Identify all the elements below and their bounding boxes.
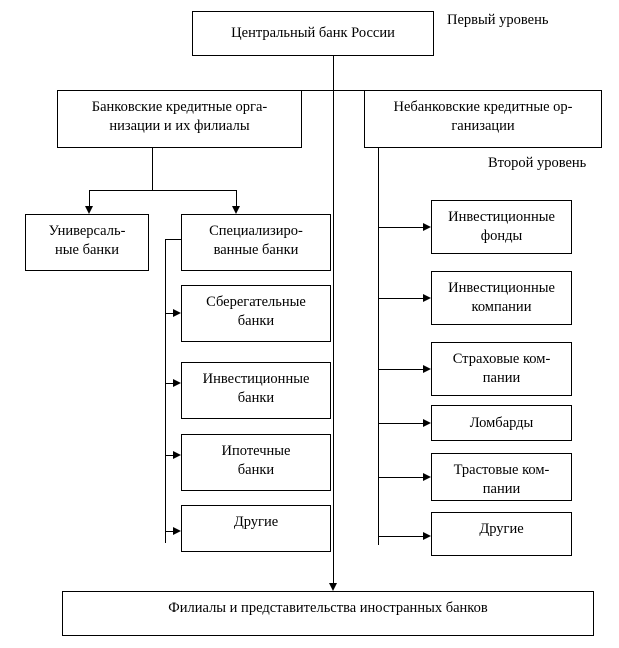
connector-to-other-nonbanking xyxy=(378,536,424,537)
node-other-nonbanking: Другие xyxy=(431,512,572,556)
node-central-bank: Центральный банк России xyxy=(192,11,434,56)
arrowhead-trust-companies xyxy=(423,473,431,481)
connector-to-insurance-companies xyxy=(378,369,424,370)
arrowhead-investment-funds xyxy=(423,223,431,231)
arrowhead-investment-banks xyxy=(173,379,181,387)
connector-to-pawnshops xyxy=(378,423,424,424)
connector-banking-split xyxy=(89,190,236,191)
arrowhead-other-banks xyxy=(173,527,181,535)
node-other-banks: Другие xyxy=(181,505,331,552)
node-insurance-companies: Страховые ком- пании xyxy=(431,342,572,396)
arrowhead-to-footer xyxy=(329,583,337,591)
connector-specialized-bus xyxy=(165,239,166,543)
node-savings-banks: Сберегательные банки xyxy=(181,285,331,342)
node-mortgage-banks: Ипотечные банки xyxy=(181,434,331,491)
connector-to-mortgage-banks xyxy=(165,455,174,456)
connector-banking-stem xyxy=(152,148,153,190)
node-nonbanking-credit-organizations: Небанковские кредитные ор- ганизации xyxy=(364,90,602,148)
arrowhead-other-nonbanking xyxy=(423,532,431,540)
node-universal-banks: Универсаль- ные банки xyxy=(25,214,149,271)
node-specialized-banks: Специализиро- ванные банки xyxy=(181,214,331,271)
arrowhead-insurance-companies xyxy=(423,365,431,373)
arrowhead-specialized-banks xyxy=(232,206,240,214)
arrowhead-savings-banks xyxy=(173,309,181,317)
connector-to-trust-companies xyxy=(378,477,424,478)
connector-to-investment-funds xyxy=(378,227,424,228)
connector-central-trunk xyxy=(333,56,334,584)
label-second-level: Второй уровень xyxy=(488,155,587,171)
connector-to-specialized-banks xyxy=(236,190,237,207)
label-first-level: Первый уровень xyxy=(447,12,549,28)
node-trust-companies: Трастовые ком- пании xyxy=(431,453,572,501)
connector-to-savings-banks xyxy=(165,313,174,314)
arrowhead-pawnshops xyxy=(423,419,431,427)
arrowhead-mortgage-banks xyxy=(173,451,181,459)
node-pawnshops: Ломбарды xyxy=(431,405,572,441)
connector-to-investment-banks xyxy=(165,383,174,384)
connector-to-investment-companies xyxy=(378,298,424,299)
connector-to-universal-banks xyxy=(89,190,90,207)
connector-to-other-banks xyxy=(165,531,174,532)
node-foreign-bank-branches: Филиалы и представительства иностранных … xyxy=(62,591,594,636)
node-banking-credit-organizations: Банковские кредитные орга- низации и их … xyxy=(57,90,302,148)
connector-nonbanking-bus xyxy=(378,148,379,545)
arrowhead-universal-banks xyxy=(85,206,93,214)
node-investment-banks: Инвестиционные банки xyxy=(181,362,331,419)
arrowhead-investment-companies xyxy=(423,294,431,302)
node-investment-companies: Инвестиционные компании xyxy=(431,271,572,325)
connector-specialized-bus-top xyxy=(165,239,181,240)
node-investment-funds: Инвестиционные фонды xyxy=(431,200,572,254)
